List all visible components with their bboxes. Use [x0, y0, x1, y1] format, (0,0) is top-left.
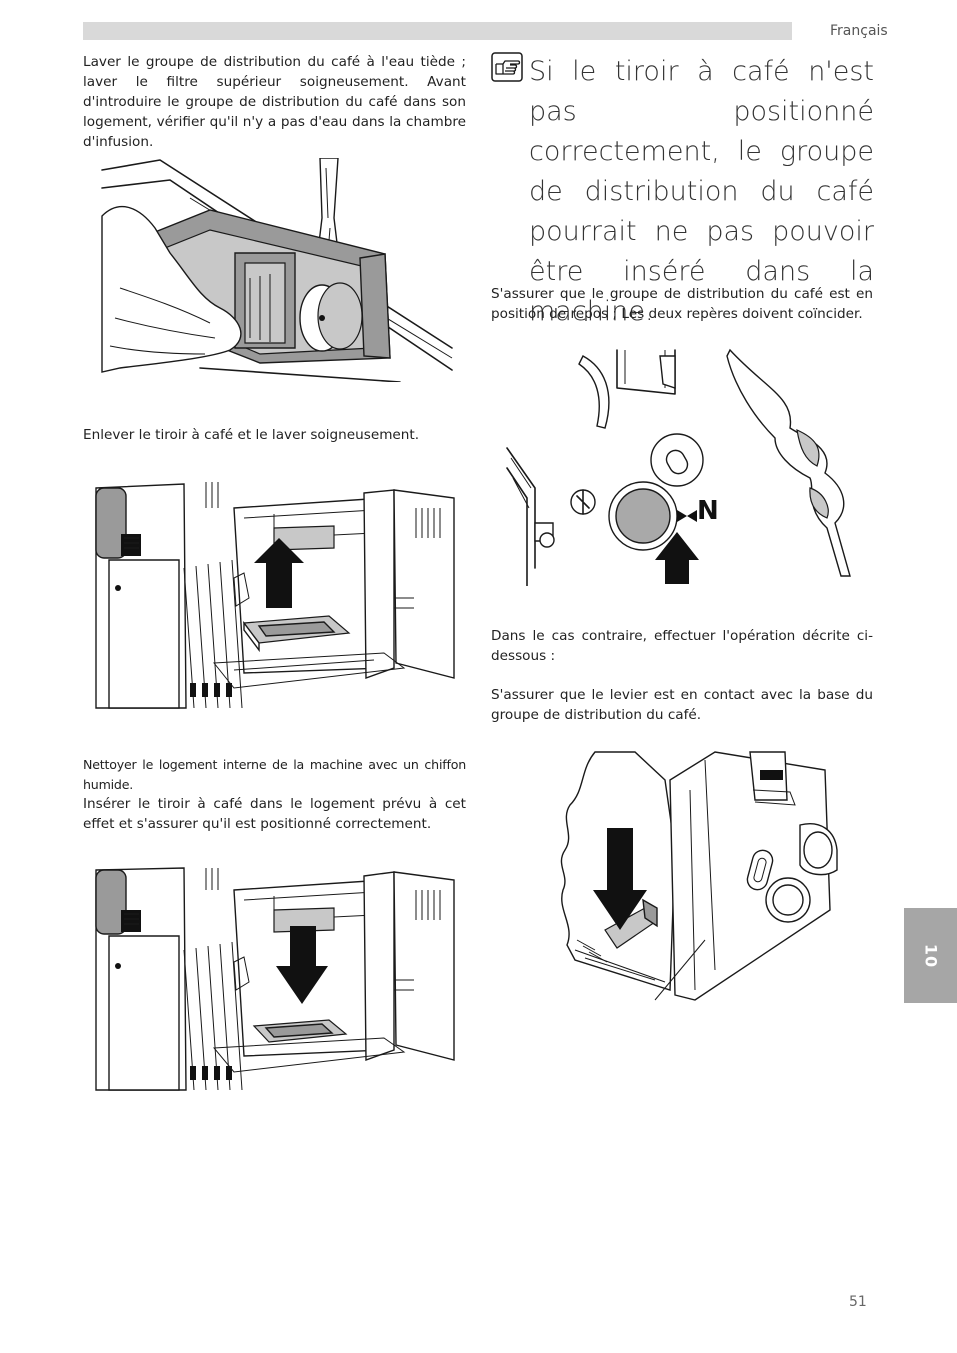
alignment-marks-illustration [505, 348, 857, 586]
marker-label-n: N [697, 496, 719, 526]
step-otherwise: Dans le cas contraire, effectuer l'opéra… [491, 628, 873, 664]
pointing-hand-icon [491, 52, 523, 82]
step-check-lever: S'assurer que le levier est en contact a… [491, 687, 873, 723]
step-clean-interior: Nettoyer le logement interne de la machi… [83, 757, 466, 792]
page-number: 51 [849, 1294, 867, 1310]
step-remove-drawer: Enlever le tiroir à café et le laver soi… [83, 427, 420, 443]
brew-group-washing-illustration [100, 158, 454, 382]
header-bar [83, 22, 792, 40]
drawer-position-note: Si le tiroir à café n'est pas positionné… [529, 56, 874, 327]
chapter-number: 10 [921, 943, 940, 968]
language-label: Français [830, 23, 888, 39]
lever-contact-illustration [555, 750, 841, 1002]
remove-drawer-illustration [94, 478, 458, 710]
alignment-marks-figure: N [505, 348, 857, 586]
step-insert-drawer: Insérer le tiroir à café dans le logemen… [83, 796, 466, 832]
step-wash-brew-group: Laver le groupe de distribution du café … [83, 54, 466, 150]
chapter-tab: 10 [904, 908, 957, 1003]
step-rest-position: S'assurer que le groupe de distribution … [491, 286, 873, 322]
insert-drawer-illustration [94, 866, 458, 1092]
